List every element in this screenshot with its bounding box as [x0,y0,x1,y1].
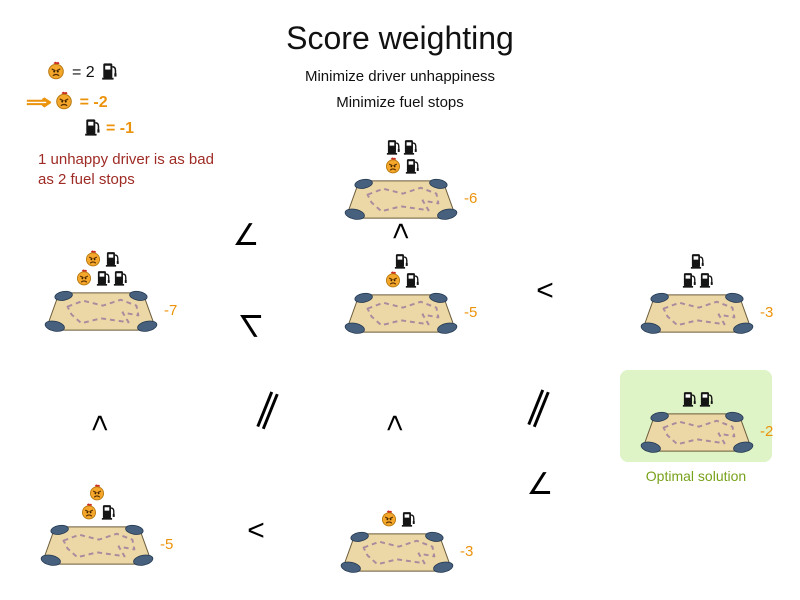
icon-row [38,501,156,520]
route-map-image [344,178,458,220]
icon-row [42,248,160,267]
comparator-angle-flipped-1: ∠ [237,308,265,341]
fuel-stop-icon [401,512,415,527]
route-map-image [340,531,454,573]
optimal-solution-label: Optimal solution [645,468,747,484]
unhappy-driver-icon [81,503,96,520]
page-title: Score weighting [286,20,514,56]
fuel-stop-icon [403,140,417,155]
comparator-angle-1: ∠ [232,219,260,252]
fuel-stop-icon [386,140,400,155]
legend-note-line-1: 1 unhappy driver is as bad [38,151,214,168]
unhappy-driver-icon [54,90,74,115]
fuel-stop-icon [101,505,115,520]
icon-row [342,136,460,155]
unhappy-driver-icon [76,269,92,286]
fuel-stop-icon [682,392,696,407]
fuel-stop-icon [682,273,696,288]
solution-optimal: -2 [638,388,773,455]
fuel-stop-icon [699,273,713,288]
solution-bottom-center: -3 [338,508,473,575]
icon-row [638,269,756,288]
solution-mid-right: -3 [638,250,773,336]
goal-statement: Minimize driver unhappiness Minimize fue… [0,64,800,117]
fuel-stop-icon [96,271,110,286]
icon-row [342,250,460,269]
solution-mid-center: -5 [342,250,477,336]
fuel-stop-icon [699,392,713,407]
legend-note-line-2: as 2 fuel stops [38,171,135,189]
unhappy-driver-icon [385,271,400,288]
score-label: -3 [760,304,774,321]
fuel-stop-icon [113,271,127,286]
route-map-image [640,411,754,453]
unhappy-driver-icon [85,250,100,267]
implies-arrow-icon: ⇒ [25,91,53,114]
unhappy-driver-icon [89,484,105,501]
unhappy-driver-icon [381,510,396,527]
fuel-stop-icon [85,119,100,136]
fuel-stop-icon [394,254,408,269]
legend-driver-weight-text: = -2 [79,93,108,111]
score-label: -5 [160,536,174,553]
legend-fuel-weight-row: = -1 [84,117,134,141]
route-map-image [44,290,158,332]
score-label: -7 [164,302,178,319]
route-map-image [40,524,154,566]
goal-line-1: Minimize driver unhappiness [304,68,496,85]
score-label: -3 [460,543,474,560]
unhappy-driver-icon [385,157,400,174]
legend-fuel-weight-text: = -1 [106,120,135,137]
comparator-parallel-1: ∥ [251,385,285,433]
icon-row [342,269,460,288]
fuel-stop-icon [101,62,117,80]
route-map-image [640,292,754,334]
score-label: -6 [464,190,478,207]
comparator-angle-2: ∠ [526,468,554,501]
fuel-stop-icon [690,254,704,269]
goal-line-2: Minimize fuel stops [336,94,464,112]
solution-bottom-left: -5 [38,482,173,568]
comparator-less-1: < [536,274,554,307]
icon-row [338,508,456,527]
legend-note: 1 unhappy driver is as bad as 2 fuel sto… [38,150,214,191]
fuel-stop-icon [405,159,419,174]
comparator-parallel-2: ∥ [522,383,556,431]
unhappy-driver-icon [46,60,66,85]
comparator-less-2: < [247,514,265,547]
solution-mid-left: -7 [42,248,177,334]
route-map-image [344,292,458,334]
icon-row [38,482,156,501]
icon-row [638,250,756,269]
score-label: -2 [760,423,774,440]
fuel-stop-icon [405,273,419,288]
comparator-wedge-1: < [384,222,417,240]
fuel-stop-icon [105,252,119,267]
score-label: -5 [464,304,478,321]
unhappy-driver-icon [48,61,64,80]
unhappy-driver-icon [55,91,72,110]
legend-driver-weight-row: ⇒ = -2 [26,90,108,115]
fuel-stop-icon [101,61,117,85]
icon-row [342,155,460,174]
comparator-wedge-2: < [83,414,116,432]
comparator-wedge-3: < [378,414,411,432]
legend-equivalence-row: = 2 [46,60,117,85]
fuel-stop-icon [84,117,100,141]
icon-row [638,388,756,407]
legend-equivalence-text: = 2 [72,63,95,81]
icon-row [42,267,160,286]
solution-top-center: -6 [342,136,477,222]
